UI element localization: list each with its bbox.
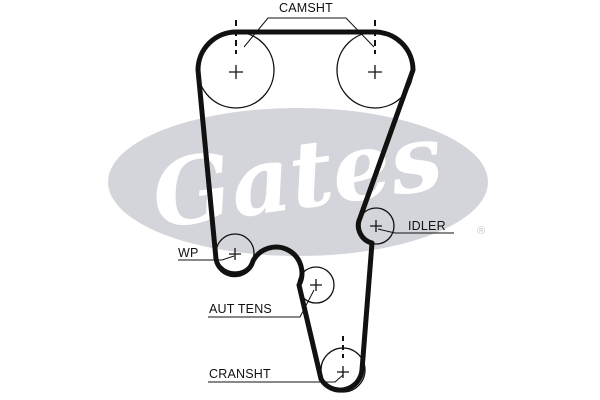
crankshaft-label: CRANSHT bbox=[209, 367, 271, 381]
label-leaders bbox=[178, 17, 454, 383]
camshaft-right-center-cross bbox=[368, 65, 382, 79]
timing-belt bbox=[195, 29, 416, 393]
crankshaft-center-cross bbox=[337, 366, 349, 378]
water-pump-leader-line bbox=[178, 255, 235, 261]
camshaft-leader-line bbox=[243, 17, 375, 48]
auto-tensioner-label: AUT TENS bbox=[209, 302, 272, 316]
timing-marks bbox=[235, 20, 376, 358]
crankshaft-leader-line bbox=[208, 374, 344, 383]
pulley-center-marks bbox=[229, 65, 382, 378]
auto-tensioner-center-cross bbox=[310, 279, 322, 291]
watermark-registered-mark: ® bbox=[477, 225, 485, 237]
idler-leader-line bbox=[377, 228, 454, 234]
water-pump-label: WP bbox=[178, 246, 199, 260]
camshaft-label: CAMSHT bbox=[279, 1, 333, 15]
camshaft-left-center-cross bbox=[229, 65, 243, 79]
idler-center-cross bbox=[370, 220, 382, 232]
auto-tensioner-leader-line bbox=[208, 289, 315, 318]
idler-label: IDLER bbox=[408, 219, 446, 233]
water-pump-center-cross bbox=[229, 248, 241, 260]
